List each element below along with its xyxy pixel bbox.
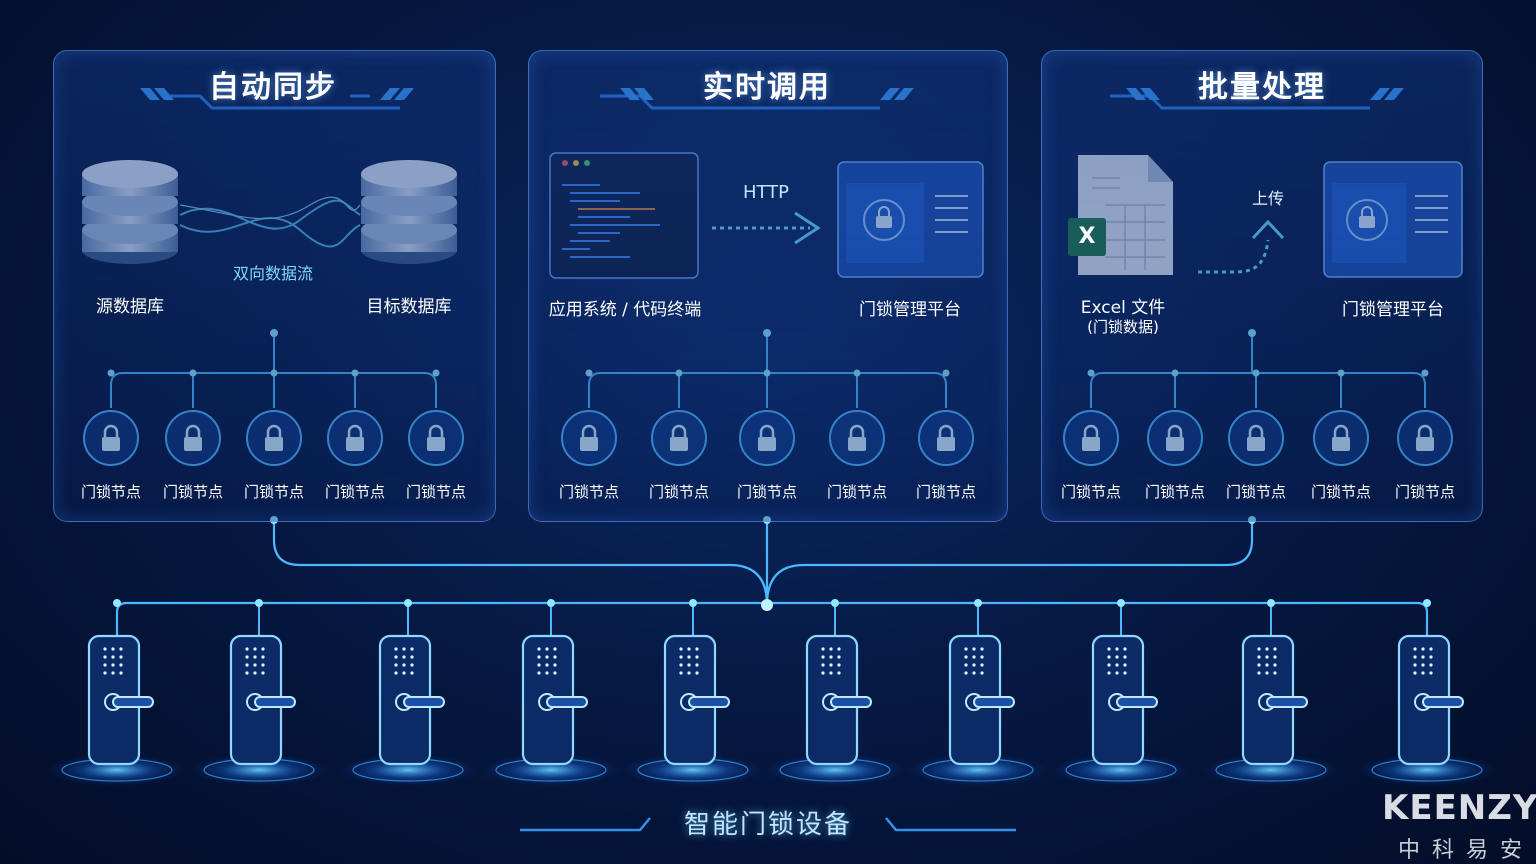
smart-door-lock-icon [521, 634, 588, 766]
smart-door-lock-icon [87, 634, 154, 766]
lock-node-icon [1313, 410, 1369, 466]
target-database-label: 目标数据库 [366, 297, 452, 317]
http-label: HTTP [742, 182, 790, 203]
code-window-icon [549, 152, 699, 279]
excel-file-label: Excel 文件 [1080, 298, 1166, 318]
lock-node-icon [246, 410, 302, 466]
lock-node-label: 门锁节点 [1310, 483, 1371, 501]
lock-node-label: 门锁节点 [324, 483, 385, 501]
platform-label-realtime: 门锁管理平台 [859, 300, 961, 320]
lock-node-label: 门锁节点 [1060, 483, 1121, 501]
smart-door-lock-icon [805, 634, 872, 766]
lock-node-label: 门锁节点 [736, 483, 797, 501]
lock-node-label: 门锁节点 [1225, 483, 1286, 501]
platform-label-batch: 门锁管理平台 [1342, 300, 1444, 320]
smart-door-lock-icon [1091, 634, 1158, 766]
smart-door-lock-icon [229, 634, 296, 766]
smart-door-lock-icon [663, 634, 730, 766]
lock-node-icon [1397, 410, 1453, 466]
lock-node-label: 门锁节点 [826, 483, 887, 501]
lock-node-label: 门锁节点 [648, 483, 709, 501]
lock-node-label: 门锁节点 [243, 483, 304, 501]
lock-node-icon [165, 410, 221, 466]
lock-node-icon [408, 410, 464, 466]
panel-auto-sync [53, 50, 496, 522]
excel-file-sublabel: (门锁数据) [1087, 318, 1159, 336]
target-database-icon [361, 160, 457, 264]
smart-door-lock-icon [378, 634, 445, 766]
source-database-label: 源数据库 [96, 297, 164, 317]
panel-realtime-call [528, 50, 1008, 522]
lock-node-label: 门锁节点 [1144, 483, 1205, 501]
panel-title-realtime-call: 实时调用 [703, 70, 831, 105]
bidirectional-flow-label: 双向数据流 [232, 264, 313, 283]
lock-node-icon [327, 410, 383, 466]
lock-node-label: 门锁节点 [405, 483, 466, 501]
lock-node-label: 门锁节点 [1394, 483, 1455, 501]
lock-node-icon [1147, 410, 1203, 466]
platform-window-icon-3 [1323, 161, 1463, 278]
lock-node-label: 门锁节点 [915, 483, 976, 501]
lock-node-icon [651, 410, 707, 466]
upload-label: 上传 [1251, 189, 1284, 208]
footer-title: 智能门锁设备 [683, 810, 852, 840]
smart-door-lock-icon [1397, 634, 1464, 766]
excel-file-icon [1068, 155, 1173, 275]
smart-door-lock-icon [1241, 634, 1308, 766]
lock-node-icon [1228, 410, 1284, 466]
lock-node-label: 门锁节点 [558, 483, 619, 501]
lock-node-icon [829, 410, 885, 466]
platform-window-icon-2 [837, 161, 984, 278]
brand-logo-cn: 中科易安 [1398, 838, 1535, 863]
lock-node-icon [918, 410, 974, 466]
lock-node-icon [83, 410, 139, 466]
lock-node-icon [561, 410, 617, 466]
brand-logo: KEENZY [1382, 788, 1536, 828]
lock-node-icon [739, 410, 795, 466]
lock-node-label: 门锁节点 [80, 483, 141, 501]
source-database-icon [82, 160, 178, 264]
smart-door-lock-icon [948, 634, 1015, 766]
lock-node-icon [1063, 410, 1119, 466]
panel-batch-process [1041, 50, 1483, 522]
panel-title-batch-process: 批量处理 [1198, 70, 1326, 105]
excel-letter: X [1078, 224, 1096, 249]
lock-node-label: 门锁节点 [162, 483, 223, 501]
panel-title-auto-sync: 自动同步 [209, 70, 337, 105]
app-system-label: 应用系统 / 代码终端 [548, 300, 702, 320]
